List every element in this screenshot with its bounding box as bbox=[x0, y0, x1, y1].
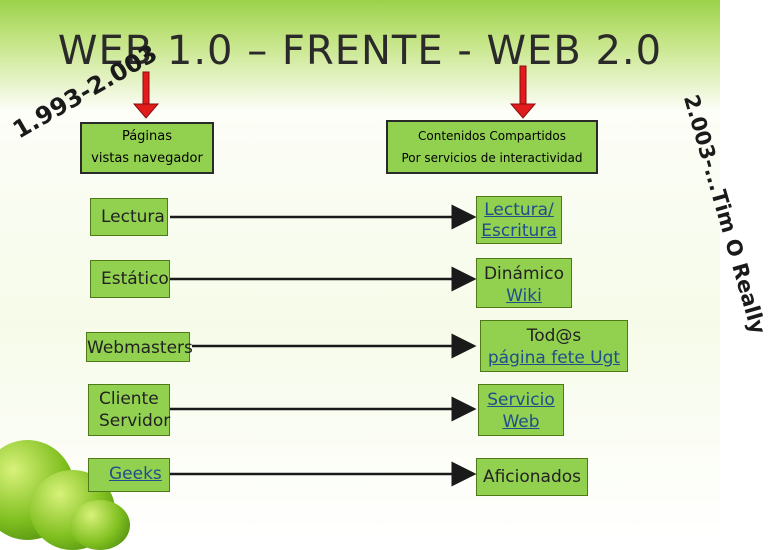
web2-item: Dinámico Wiki bbox=[476, 258, 572, 308]
apple-image bbox=[70, 500, 130, 550]
web1-item-text: Cliente bbox=[99, 389, 159, 409]
web1-item: Estático bbox=[90, 260, 170, 298]
red-arrow-right bbox=[509, 65, 537, 119]
web1-item: Geeks bbox=[88, 458, 170, 492]
web2-item-link[interactable]: Wiki bbox=[506, 286, 542, 306]
web2-item-link[interactable]: página fete Ugt bbox=[487, 348, 621, 368]
web2-item-link[interactable]: Escritura bbox=[481, 221, 557, 241]
red-arrow-left bbox=[132, 71, 160, 119]
green-header-band bbox=[0, 0, 720, 110]
web1-item-link[interactable]: Geeks bbox=[109, 464, 162, 484]
web2-item: Tod@s página fete Ugt bbox=[480, 320, 628, 372]
web1-item-text: Estático bbox=[101, 269, 169, 289]
header-web1-line1: Páginas bbox=[121, 129, 173, 144]
web2-item: Servicio Web bbox=[478, 384, 564, 436]
web1-item: Cliente Servidor bbox=[88, 384, 170, 436]
header-box-web1: Páginas vistas navegador bbox=[80, 122, 214, 174]
slide-title: WEB 1.0 – FRENTE - WEB 2.0 bbox=[57, 28, 663, 74]
web1-item: Webmasters bbox=[86, 332, 193, 362]
web2-item: Lectura/ Escritura bbox=[476, 196, 562, 244]
web1-item-text: Webmasters bbox=[87, 338, 193, 358]
web2-item-link[interactable]: Servicio bbox=[487, 390, 555, 410]
web2-item: Aficionados bbox=[476, 458, 588, 496]
header-web2-line1: Contenidos Compartidos bbox=[418, 129, 566, 143]
web2-item-text: Aficionados bbox=[482, 467, 582, 487]
web1-item-text: Lectura bbox=[101, 207, 165, 227]
web2-item-link[interactable]: Web bbox=[502, 412, 540, 432]
web2-item-text: Dinámico bbox=[483, 264, 565, 284]
arrows-layer bbox=[132, 65, 537, 487]
web2-item-text: Tod@s bbox=[526, 326, 582, 346]
web1-item: Lectura bbox=[90, 198, 168, 236]
header-box-web2: Contenidos Compartidos Por servicios de … bbox=[386, 120, 598, 174]
web2-item-link[interactable]: Lectura/ bbox=[484, 200, 554, 220]
web1-item-text: Servidor bbox=[99, 411, 171, 431]
header-web1-line2: vistas navegador bbox=[91, 151, 203, 166]
header-web2-line2: Por servicios de interactividad bbox=[401, 151, 583, 165]
